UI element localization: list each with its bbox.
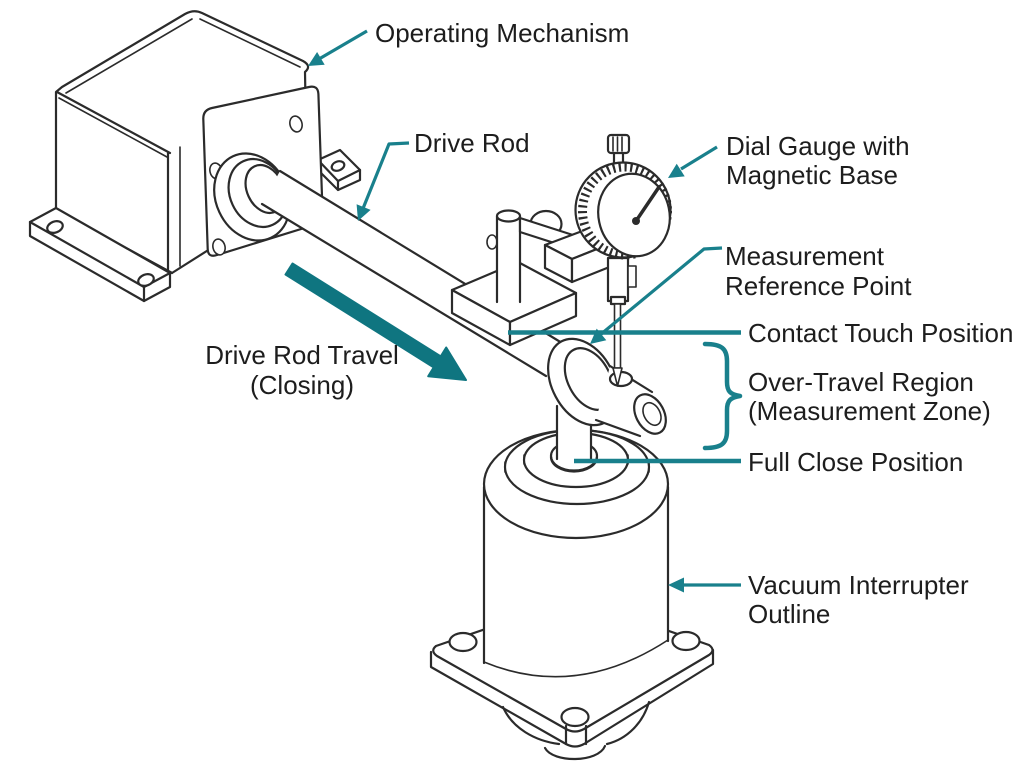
label-dial-gauge-line1: Dial Gauge with — [726, 131, 910, 161]
dial-gauge-drawing — [574, 133, 672, 387]
label-measurement-ref-line1: Measurement — [725, 241, 885, 271]
operating-mechanism-drawing — [28, 10, 362, 303]
label-full-close: Full Close Position — [748, 447, 963, 477]
measurement-reference-leader-arrow — [590, 246, 723, 344]
vacuum-interrupter-drawing — [429, 428, 715, 761]
over-travel-brace — [702, 341, 743, 451]
rod-coupling-drawing — [547, 337, 667, 438]
gauge-needle — [634, 185, 661, 223]
operating-mechanism-leader-arrow — [308, 29, 368, 66]
label-vacuum-line2: Outline — [748, 599, 830, 629]
label-drive-rod: Drive Rod — [414, 128, 530, 158]
label-dial-gauge-line2: Magnetic Base — [726, 160, 898, 190]
gauge-face — [597, 172, 671, 258]
label-contact-touch: Contact Touch Position — [748, 318, 1013, 348]
label-measurement-ref-line2: Reference Point — [725, 271, 912, 301]
gauge-spindle — [612, 303, 623, 387]
label-vacuum-line1: Vacuum Interrupter — [748, 570, 969, 600]
annotations — [284, 29, 743, 593]
label-over-travel-line2: (Measurement Zone) — [748, 396, 991, 426]
labels: Operating Mechanism Drive Rod Dial Gauge… — [205, 18, 1013, 629]
drive-rod-travel-arrow — [284, 262, 467, 381]
drive-rod-leader-arrow — [356, 141, 410, 221]
label-over-travel-line1: Over-Travel Region — [748, 367, 974, 397]
dial-gauge-leader-arrow — [668, 145, 718, 178]
vacuum-interrupter-leader-arrow — [668, 577, 741, 593]
label-travel-line1: Drive Rod Travel — [205, 340, 399, 370]
label-operating-mechanism: Operating Mechanism — [375, 18, 629, 48]
mechanism-foot-right — [316, 148, 362, 192]
label-travel-line2: (Closing) — [250, 370, 354, 400]
stand-post — [495, 209, 522, 304]
gauge-barrel — [606, 256, 630, 303]
